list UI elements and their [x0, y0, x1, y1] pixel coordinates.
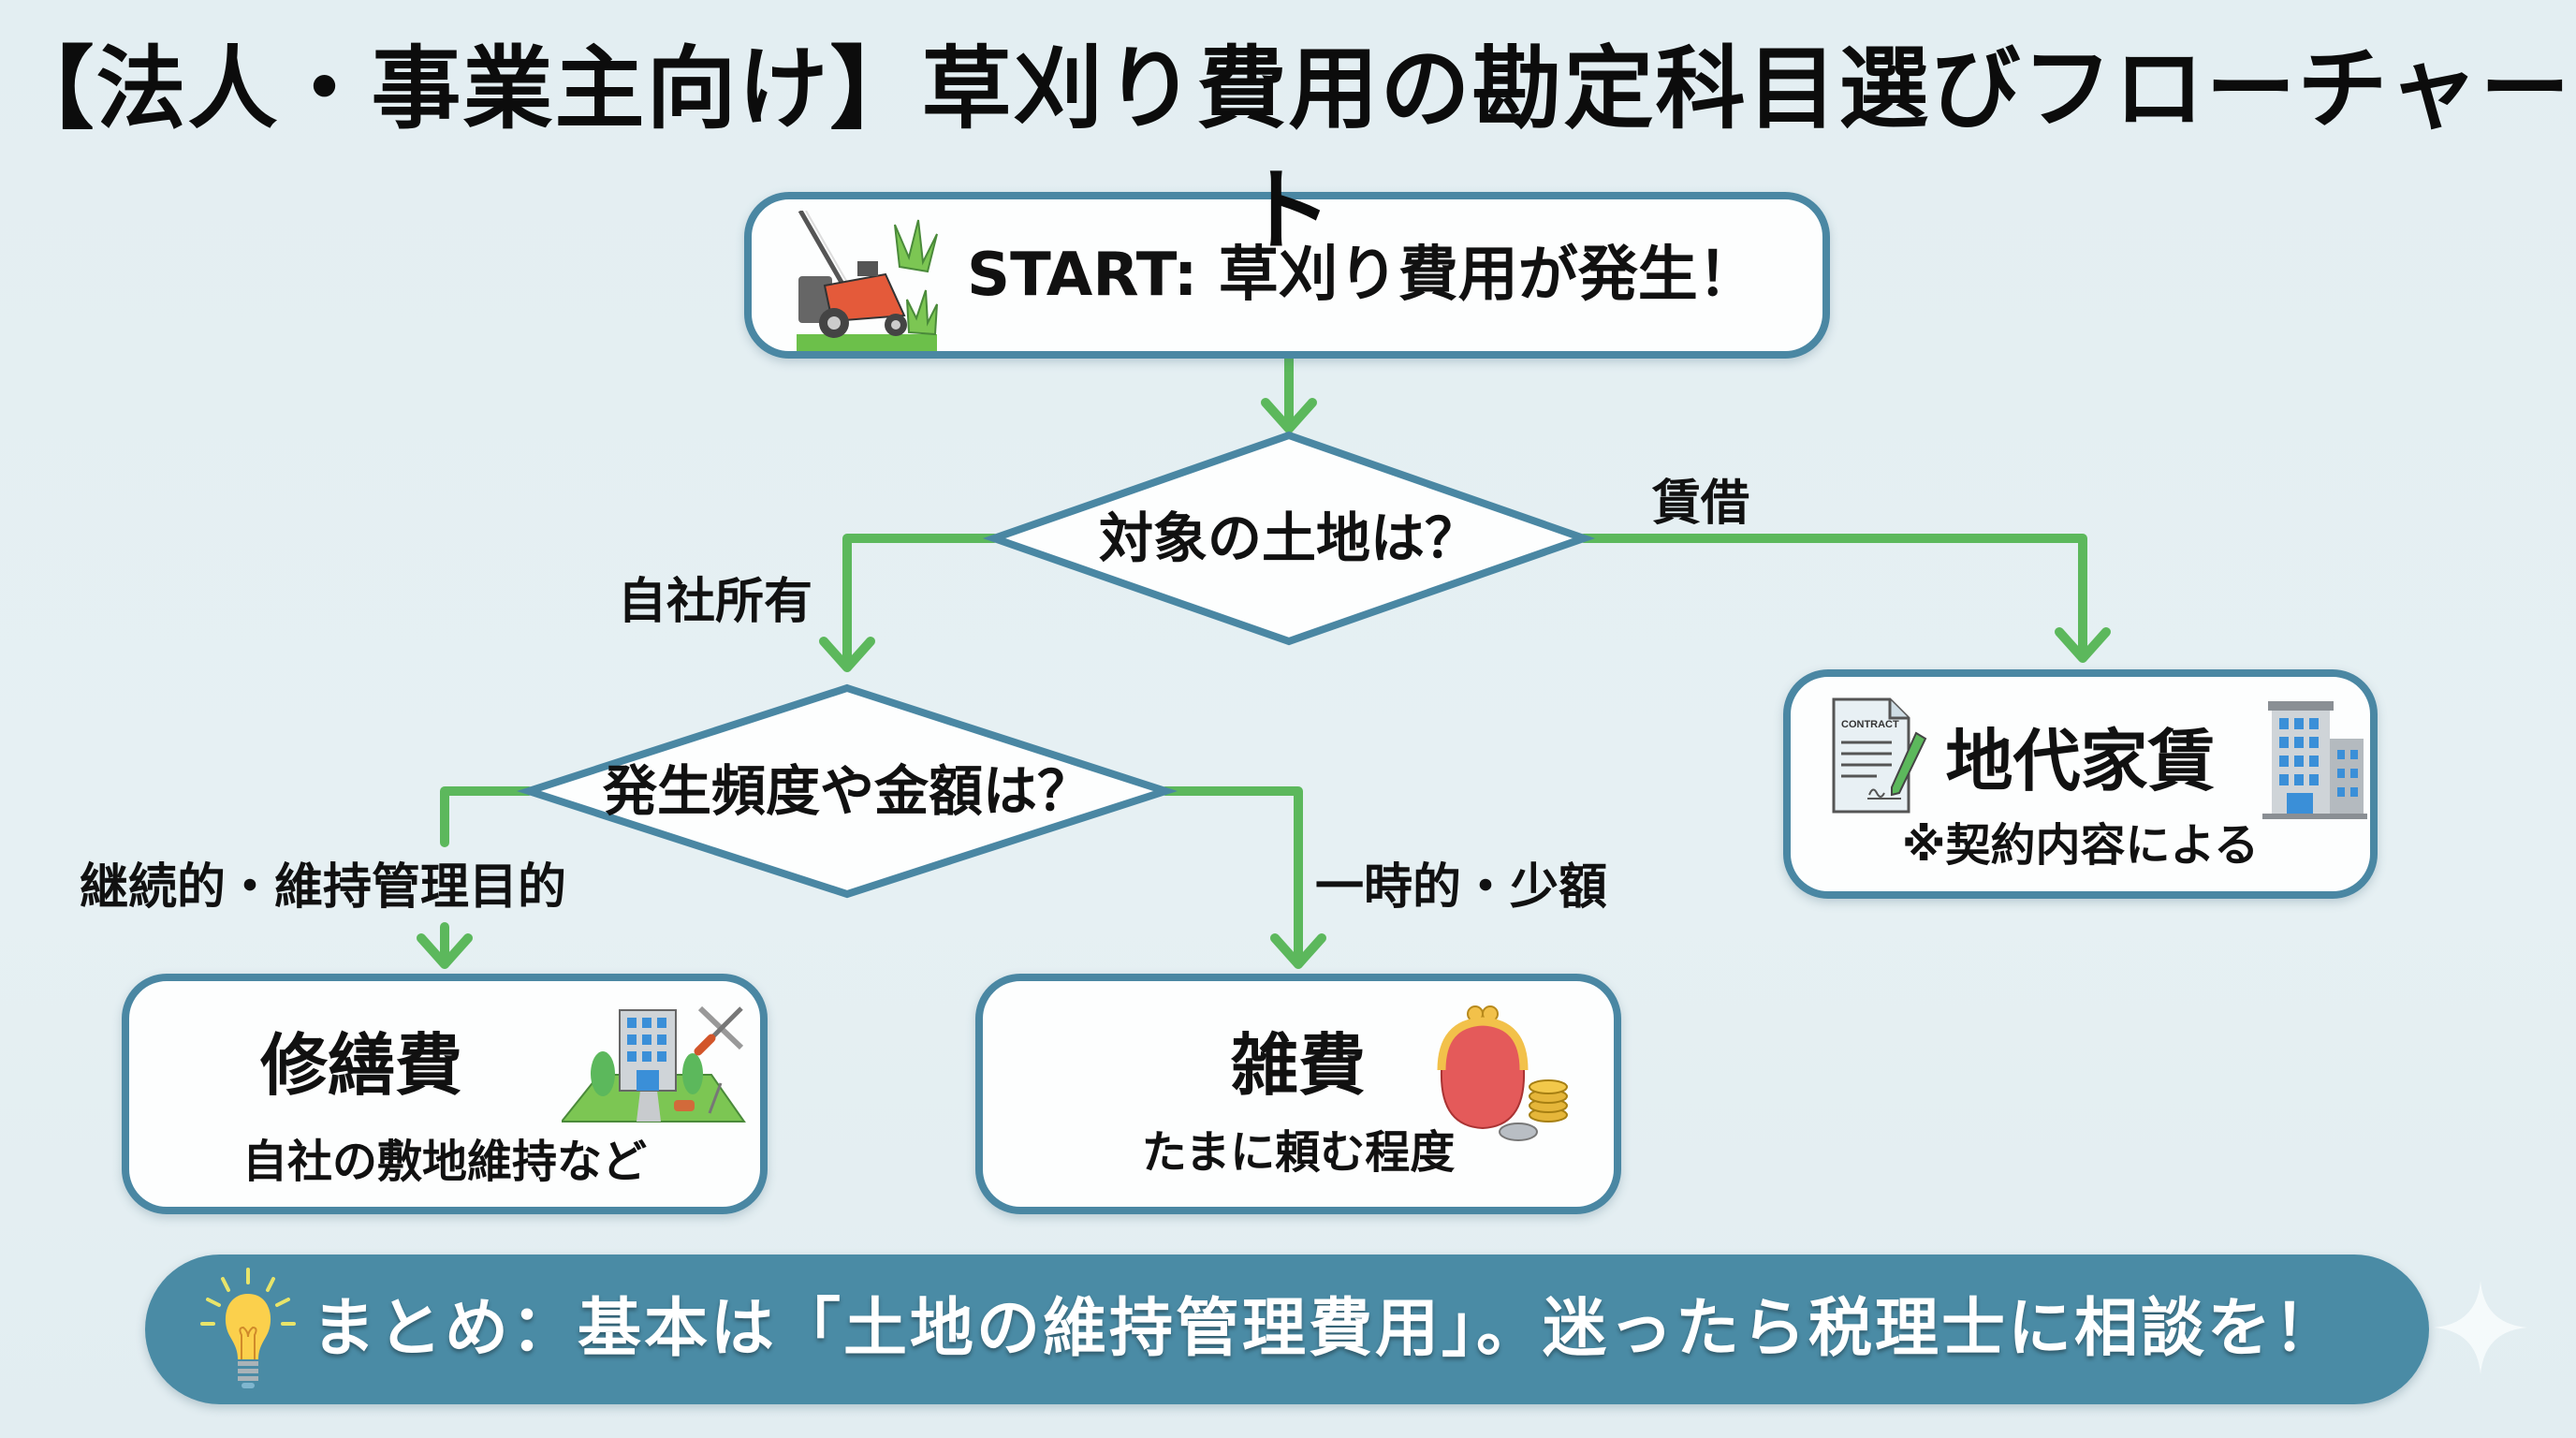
start-label: START: 草刈り費用が発生！ [967, 241, 1758, 310]
arrow-temporary [1161, 786, 1303, 967]
arrow-leased [1579, 534, 2087, 662]
arrowhead-continuous [417, 933, 473, 969]
decision-land-question: 対象の土地は？ [1098, 506, 1479, 570]
arrow-continuous [440, 786, 534, 847]
branch-label-owned: 自社所有 [618, 574, 813, 630]
arrowhead-owned [819, 637, 875, 672]
tools-icon [694, 1005, 744, 1056]
contract-icon: CONTRACT [1832, 697, 1927, 814]
summary-banner: まとめ：基本は「土地の維持管理費用」。迷ったら税理士に相談を！ [145, 1255, 2429, 1404]
office-building-icon [2262, 701, 2367, 819]
decision-frequency-diamond [517, 683, 1178, 899]
result-rent-note: ※契約内容による [1901, 819, 2260, 872]
coin-purse-icon [1437, 1005, 1568, 1141]
result-misc-note: たまに頼む程度 [1141, 1126, 1456, 1179]
summary-text: まとめ：基本は「土地の維持管理費用」。迷ったら税理士に相談を！ [312, 1292, 2341, 1366]
branch-label-temporary: 一時的・少額 [1315, 859, 1608, 916]
arrowhead-leased [2055, 627, 2111, 663]
result-misc-title: 雑費 [1230, 1026, 1366, 1105]
start-node: START: 草刈り費用が発生！ [744, 192, 1830, 359]
result-repair-note: 自社の敷地維持など [242, 1136, 647, 1188]
result-misc-box: 雑費 たまに頼む程度 [975, 974, 1621, 1214]
arrow-owned [842, 534, 999, 671]
page-title: 【法人・事業主向け】草刈り費用の勘定科目選びフローチャート [4, 37, 2572, 263]
light-bulb-icon [200, 1268, 296, 1388]
lawn-mower-icon [797, 211, 938, 351]
arrowhead-temporary [1270, 933, 1326, 969]
sparkle-icon [2434, 1281, 2527, 1374]
result-rent-box: CONTRACT 地代家賃 ※契約内容による [1783, 669, 2378, 899]
decision-land-diamond [982, 431, 1596, 646]
result-repair-title: 修繕費 [260, 1026, 463, 1105]
branch-label-leased: 賃借 [1652, 476, 1750, 532]
result-repair-box: 修繕費 自社の敷地維持など [122, 974, 768, 1214]
branch-label-continuous: 継続的・維持管理目的 [80, 859, 567, 916]
contract-icon-label: CONTRACT [1841, 719, 1899, 730]
decision-frequency-question: 発生頻度や金額は？ [602, 759, 1091, 823]
coins-icon [1499, 1079, 1568, 1141]
arrowhead-start-to-land [1261, 398, 1317, 433]
building-grounds-icon [562, 1005, 746, 1123]
result-rent-title: 地代家賃 [1945, 722, 2216, 800]
